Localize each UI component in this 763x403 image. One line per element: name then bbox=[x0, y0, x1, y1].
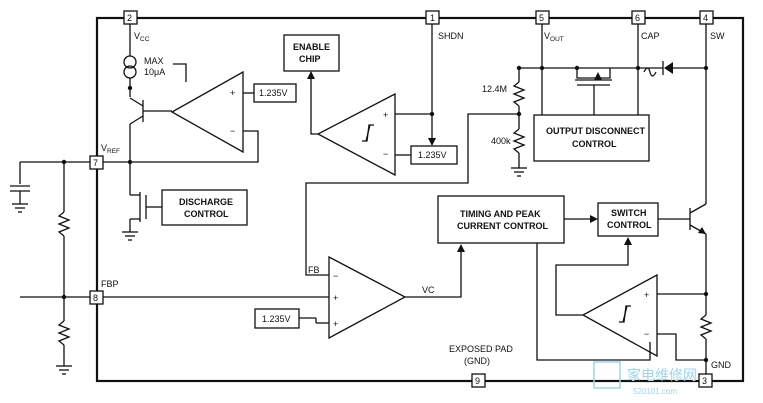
junction-dot bbox=[539, 65, 545, 71]
watermark-url: 520101.com bbox=[633, 387, 677, 396]
wire bbox=[689, 203, 707, 214]
wire bbox=[305, 113, 519, 276]
current-sense-comparator bbox=[581, 273, 658, 358]
diode-icon bbox=[664, 62, 673, 74]
pin-number-sw: 4 bbox=[703, 13, 708, 23]
comp1-plus-sign: + bbox=[383, 110, 388, 120]
feedback-error-amplifier bbox=[328, 255, 407, 340]
label-gnd: GND bbox=[711, 360, 732, 370]
label-vout: VOUT bbox=[544, 31, 564, 43]
arrow-icon bbox=[457, 244, 465, 252]
switch-control-line2: CONTROL bbox=[607, 220, 652, 230]
pin-number-vout: 5 bbox=[539, 13, 544, 23]
wire bbox=[657, 333, 706, 361]
arrow-icon bbox=[698, 227, 706, 234]
comp1-minus-sign: − bbox=[383, 149, 388, 159]
current-source-icon bbox=[123, 55, 137, 69]
wire bbox=[129, 97, 144, 107]
resistor-bottom-label: 400k bbox=[491, 136, 511, 146]
resistor-icon bbox=[699, 314, 713, 340]
arrow-icon bbox=[590, 215, 598, 223]
discharge-control-line1: DISCHARGE bbox=[179, 197, 233, 207]
pin-number-gnd: 3 bbox=[702, 376, 707, 386]
timing-current-control-block bbox=[437, 195, 565, 244]
reference-label-1: 1.235V bbox=[259, 88, 288, 98]
reference-label-2: 1.235V bbox=[418, 150, 447, 160]
switch-control-line1: SWITCH bbox=[611, 208, 647, 218]
amp1-minus-sign: − bbox=[230, 126, 235, 136]
arrow-icon bbox=[307, 71, 315, 79]
output-disconnect-block bbox=[533, 114, 650, 162]
resistor-icon bbox=[57, 320, 71, 346]
wire bbox=[130, 130, 259, 163]
chip-outline bbox=[95, 16, 745, 383]
junction-dot bbox=[127, 85, 133, 91]
enable-chip-line2: CHIP bbox=[299, 54, 321, 64]
enable-chip-block bbox=[283, 34, 340, 72]
label-sw: SW bbox=[710, 31, 725, 41]
resistor-icon bbox=[512, 128, 526, 154]
wire bbox=[173, 63, 187, 82]
label-gnd-paren: (GND) bbox=[464, 356, 490, 366]
shdn-comparator bbox=[316, 92, 396, 177]
amp2-plus-sign-1: + bbox=[333, 293, 338, 303]
label-vc: VC bbox=[422, 285, 435, 295]
current-source-max-label: MAX bbox=[144, 56, 164, 66]
wire bbox=[405, 250, 462, 298]
timing-line1: TIMING AND PEAK bbox=[460, 209, 541, 219]
output-disconnect-line1: OUTPUT DISCONNECT bbox=[546, 126, 646, 136]
label-fb: FB bbox=[308, 265, 320, 275]
pin-number-cap: 6 bbox=[635, 13, 640, 23]
error-amplifier bbox=[170, 70, 244, 154]
amp2-plus-sign-2: + bbox=[333, 319, 338, 329]
current-source-value-label: 10μA bbox=[144, 67, 165, 77]
junction-dot bbox=[429, 111, 435, 117]
amp2-minus-sign: − bbox=[333, 271, 338, 281]
pin-number-shdn: 1 bbox=[430, 13, 435, 23]
junction-dot bbox=[635, 65, 641, 71]
comp2-plus-sign: + bbox=[644, 290, 649, 300]
timing-line2: CURRENT CONTROL bbox=[457, 221, 548, 231]
label-shdn: SHDN bbox=[438, 31, 464, 41]
comp2-minus-sign: − bbox=[644, 329, 649, 339]
pin-number-vref: 7 bbox=[93, 158, 98, 168]
arrow-icon bbox=[624, 237, 632, 245]
pin-box-pad bbox=[471, 373, 486, 388]
wire bbox=[129, 115, 144, 125]
amp1-plus-sign: + bbox=[230, 88, 235, 98]
label-vref: VREF bbox=[101, 143, 120, 155]
switch-control-block bbox=[597, 202, 659, 237]
junction-dot bbox=[127, 159, 133, 165]
hysteresis-icon bbox=[365, 124, 371, 142]
arrow-icon bbox=[428, 138, 436, 146]
reference-label-3: 1.235V bbox=[262, 314, 291, 324]
output-disconnect-line2: CONTROL bbox=[572, 139, 617, 149]
wire bbox=[555, 244, 629, 316]
label-vcc: VCC bbox=[134, 31, 150, 43]
label-cap: CAP bbox=[641, 31, 660, 41]
enable-chip-line1: ENABLE bbox=[293, 42, 330, 52]
pin-number-fbp: 8 bbox=[93, 293, 98, 303]
fuse-icon bbox=[643, 67, 657, 77]
label-exposed-pad: EXPOSED PAD bbox=[449, 344, 513, 354]
junction-dot bbox=[61, 294, 67, 300]
discharge-control-line2: CONTROL bbox=[184, 209, 229, 219]
wire bbox=[310, 72, 318, 135]
discharge-control-block bbox=[161, 189, 248, 226]
pin-number-pad: 9 bbox=[475, 376, 480, 386]
resistor-top-label: 12.4M bbox=[482, 84, 507, 94]
watermark-text: 家电维修网 bbox=[627, 367, 697, 384]
wire bbox=[576, 68, 611, 79]
watermark-box bbox=[593, 361, 621, 389]
resistor-icon bbox=[512, 81, 526, 107]
hysteresis-icon bbox=[622, 305, 628, 323]
pin-number-vcc: 2 bbox=[127, 13, 132, 23]
resistor-icon bbox=[57, 211, 71, 237]
arrow-icon bbox=[594, 72, 602, 80]
wire bbox=[536, 243, 651, 361]
label-fbp: FBP bbox=[101, 279, 119, 289]
